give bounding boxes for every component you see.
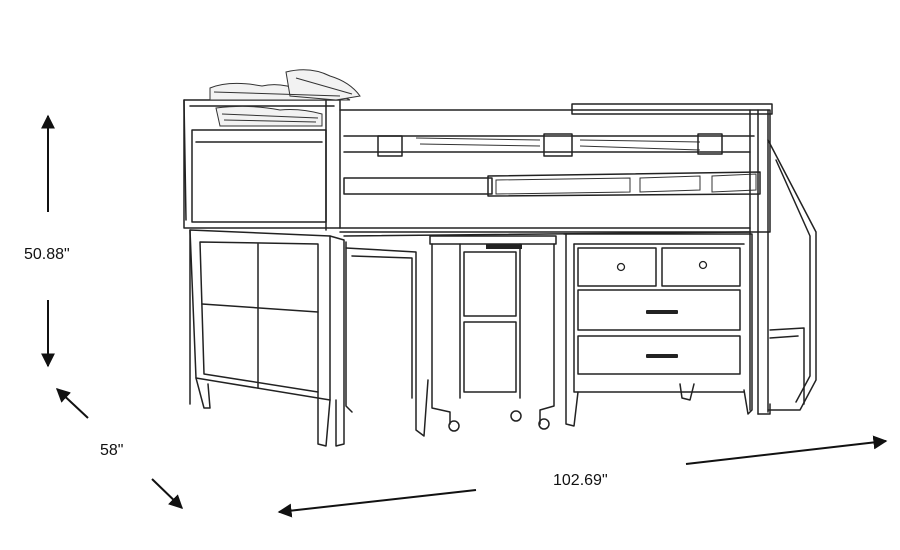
depth-arrow-front (151, 478, 184, 509)
storage-stairs (767, 139, 817, 411)
under-bed-frame (339, 227, 751, 437)
rolling-cart (429, 235, 557, 432)
mattress (339, 103, 773, 233)
depth-arrow-back (55, 388, 89, 419)
width-arrow-right (685, 435, 888, 465)
bookcase-cubby (189, 229, 345, 447)
bedding-pile (209, 69, 361, 127)
right-footboard (749, 109, 771, 415)
depth-label: 58" (100, 442, 124, 459)
dresser (563, 233, 753, 427)
width-label: 102.69" (553, 472, 608, 489)
height-label: 50.88" (24, 246, 70, 263)
width-arrow-left (277, 489, 477, 518)
